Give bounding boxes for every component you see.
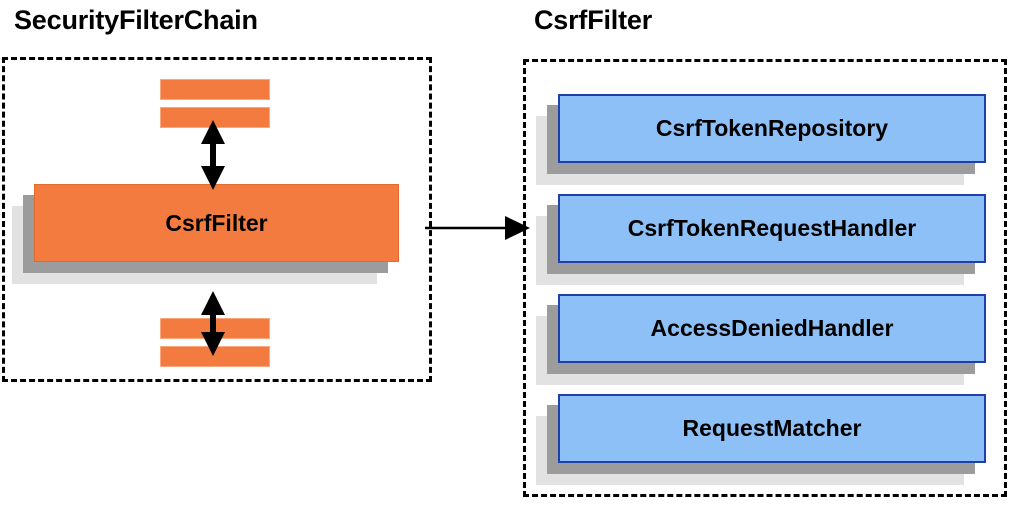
- node-csrf-token-request-handler-label: CsrfTokenRequestHandler: [558, 194, 986, 263]
- node-csrf-filter-label: CsrfFilter: [34, 184, 399, 262]
- security-filter-chain-panel: [2, 57, 432, 382]
- node-csrf-token-request-handler[interactable]: CsrfTokenRequestHandler: [536, 194, 986, 285]
- page-title-security-filter-chain: SecurityFilterChain: [14, 5, 258, 35]
- elided-filter-bar-top-2: [160, 107, 270, 128]
- elided-filter-bar-top-1: [160, 79, 270, 100]
- node-csrf-token-repository[interactable]: CsrfTokenRepository: [536, 94, 986, 185]
- elided-filter-bar-bottom-1: [160, 318, 270, 339]
- csrf-filter-collaborators-panel: [523, 59, 1007, 497]
- panel-connector-arrow: [425, 216, 530, 240]
- node-access-denied-handler-label: AccessDeniedHandler: [558, 294, 986, 363]
- node-request-matcher[interactable]: RequestMatcher: [536, 394, 986, 485]
- page-title-csrf-filter: CsrfFilter: [534, 5, 653, 35]
- node-csrf-filter[interactable]: CsrfFilter: [12, 184, 399, 284]
- node-access-denied-handler[interactable]: AccessDeniedHandler: [536, 294, 986, 385]
- elided-filter-bar-bottom-2: [160, 346, 270, 367]
- node-csrf-token-repository-label: CsrfTokenRepository: [558, 94, 986, 163]
- node-request-matcher-label: RequestMatcher: [558, 394, 986, 463]
